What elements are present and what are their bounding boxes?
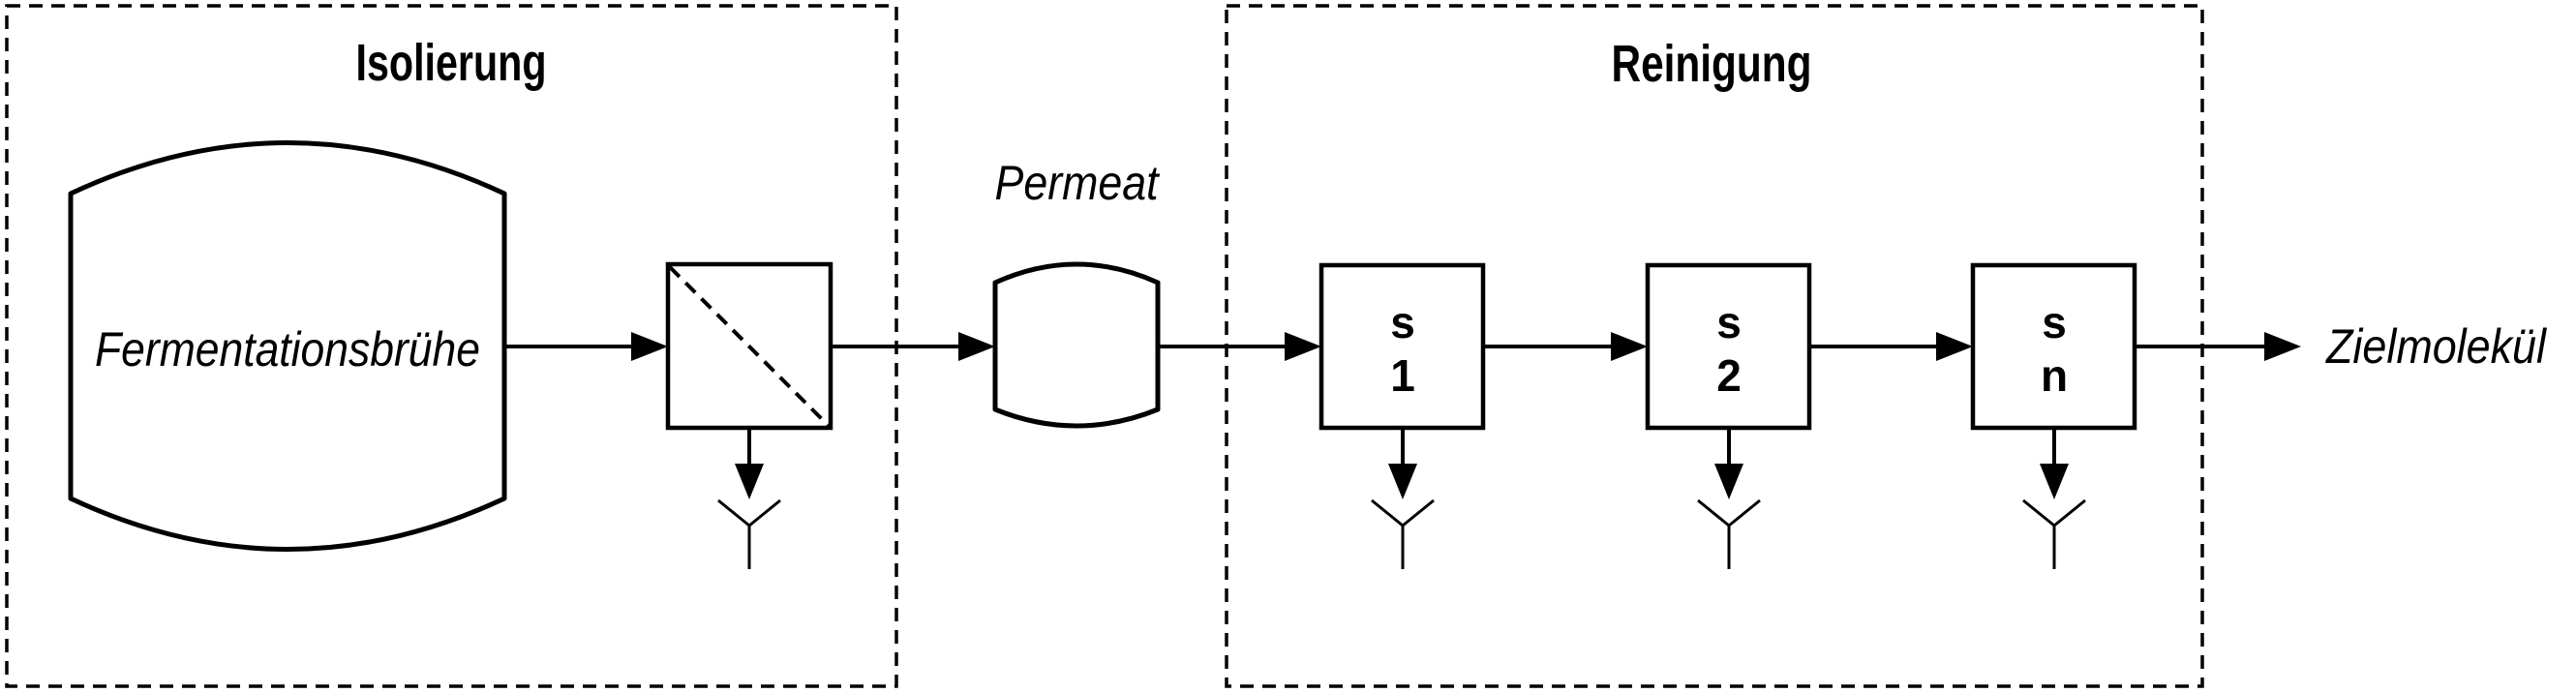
step-label-line2: 1 [1390,350,1415,401]
drain-outlet-icon [2022,498,2086,569]
purification-step-n: s n [1970,262,2137,569]
flow-arrow-step2-to-stepn [1809,332,1973,361]
drain-outlet-icon [1697,498,1761,569]
membrane-diagonal-icon [668,265,831,428]
step-label-line1: s [2042,297,2067,347]
step-label-line2: 2 [1716,350,1742,401]
filter-drain [717,429,781,569]
step-drain [1697,429,1761,569]
arrowhead-icon [631,332,668,361]
permeat-vessel: Permeat [992,156,1161,429]
permeat-label: Permeat [995,156,1161,210]
permeat-vessel-shape [992,261,1161,429]
fermentation-tank-label: Fermentationsbrühe [95,322,480,377]
flow-arrow-permeat-to-step1 [1158,332,1321,361]
arrowhead-icon [958,332,995,361]
isolierung-section-title: Isolierung [356,34,547,92]
arrowhead-icon [1611,332,1648,361]
filter-unit [665,261,833,431]
step-drain [2022,429,2086,569]
step-label-line1: s [1716,297,1742,347]
drain-arrowhead-icon [735,464,764,499]
drain-arrowhead-icon [2040,464,2069,499]
step-drain [1371,429,1435,569]
arrowhead-icon [2264,332,2301,361]
drain-arrowhead-icon [1388,464,1417,499]
reinigung-section-title: Reinigung [1612,35,1812,93]
step-label-line1: s [1390,297,1415,347]
arrowhead-icon [1936,332,1973,361]
drain-arrowhead-icon [1714,464,1743,499]
purification-step-2: s 2 [1645,262,1812,569]
fermentation-tank: Fermentationsbrühe [68,140,507,552]
purification-step-1: s 1 [1318,262,1486,569]
fermentation-tank-shape [68,140,507,552]
drain-outlet-icon [1371,498,1435,569]
flow-arrow-tank-to-filter [506,332,668,361]
target-molecule-label: Zielmolekül [2325,319,2548,374]
step-label-line2: n [2041,350,2068,401]
step-box [1645,262,1812,431]
flow-arrow-filter-to-permeat [831,332,995,361]
step-box [1970,262,2137,431]
flow-arrow-step1-to-step2 [1483,332,1648,361]
flow-arrow-stepn-to-target [2135,332,2301,361]
arrowhead-icon [1285,332,1321,361]
drain-outlet-icon [717,498,781,569]
